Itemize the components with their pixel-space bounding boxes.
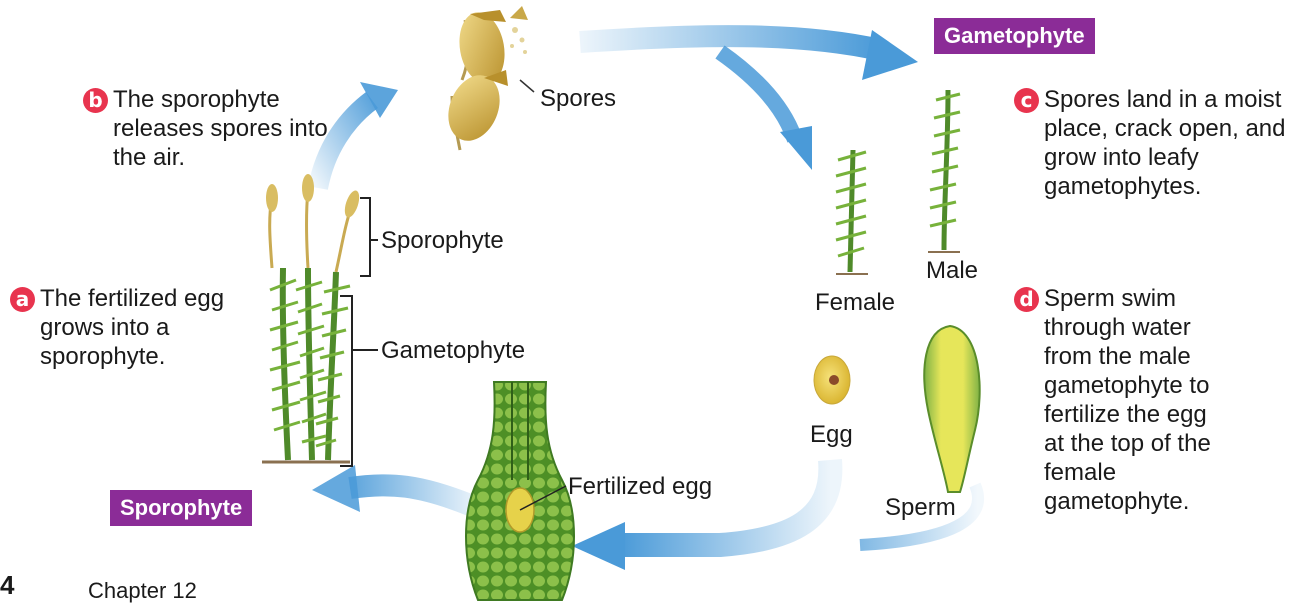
step-d-badge: d bbox=[1014, 287, 1039, 312]
moss-sporophyte-plant bbox=[262, 174, 362, 462]
step-a-text: The fertilized egg grows into a sporophy… bbox=[40, 284, 240, 371]
spore-capsules bbox=[439, 6, 534, 150]
gametophyte-label: Gametophyte bbox=[381, 336, 525, 365]
page-number: 4 bbox=[0, 570, 14, 601]
step-c-text: Spores land in a moist place, crack open… bbox=[1044, 85, 1306, 201]
egg-label: Egg bbox=[810, 420, 853, 449]
gametophyte-stage-tag: Gametophyte bbox=[934, 18, 1095, 54]
spores-label: Spores bbox=[540, 84, 616, 113]
sporophyte-bracket bbox=[360, 198, 378, 276]
sporophyte-label: Sporophyte bbox=[381, 226, 504, 255]
sporophyte-stage-tag: Sporophyte bbox=[110, 490, 252, 526]
cycle-arrow-top bbox=[580, 30, 918, 170]
sperm-label: Sperm bbox=[885, 493, 956, 522]
step-b-text: The sporophyte releases spores into the … bbox=[113, 85, 333, 172]
archegonium bbox=[466, 382, 574, 600]
gametophyte-bracket bbox=[340, 296, 378, 466]
step-b-badge: b bbox=[83, 88, 108, 113]
chapter-label: Chapter 12 bbox=[88, 578, 197, 604]
fertilized-egg-label: Fertilized egg bbox=[568, 472, 712, 501]
step-d-text: Sperm swim through water from the male g… bbox=[1044, 284, 1216, 516]
male-gametophyte-plant bbox=[928, 90, 960, 252]
male-label: Male bbox=[926, 256, 978, 285]
female-gametophyte-plant bbox=[836, 150, 868, 274]
sperm-antheridium bbox=[924, 326, 979, 492]
female-label: Female bbox=[815, 288, 895, 317]
step-a-badge: a bbox=[10, 287, 35, 312]
step-c-badge: c bbox=[1014, 88, 1039, 113]
egg-cell bbox=[814, 356, 850, 404]
